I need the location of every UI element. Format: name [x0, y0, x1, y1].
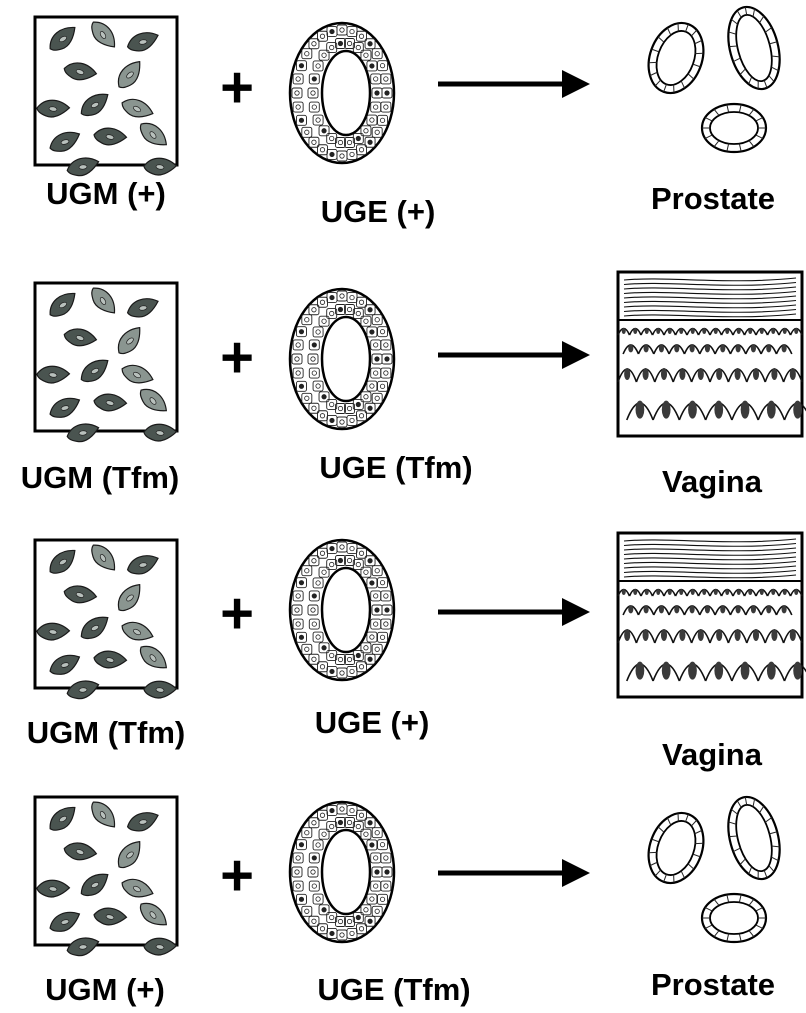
- epithelium-ring-row-4: [290, 802, 394, 942]
- mesenchyme-label-row-1: UGM (+): [46, 178, 166, 209]
- plus-sign-row-1: +: [220, 59, 254, 117]
- prostate-ducts-row-4: [639, 791, 788, 942]
- prostatic-duct: [720, 1, 788, 95]
- arrow-row-1: [438, 70, 590, 98]
- epithelium-label-row-3: UGE (+): [315, 707, 430, 738]
- result-label-row-1: Prostate: [651, 183, 775, 214]
- plus-sign-row-3: +: [220, 585, 254, 643]
- epithelium-ring-row-2: [290, 289, 394, 429]
- prostatic-duct: [702, 104, 766, 152]
- arrow-row-3: [438, 598, 590, 626]
- mesenchyme-box-row-1: [35, 17, 177, 178]
- mesenchyme-box-row-4: [35, 797, 177, 958]
- mesenchyme-box-row-2: [35, 283, 177, 444]
- prostatic-duct: [702, 894, 766, 942]
- vaginal-epithelium-row-2: [618, 272, 806, 436]
- arrow-row-2: [438, 341, 590, 369]
- plus-sign-row-2: +: [220, 329, 254, 387]
- result-label-row-3: Vagina: [662, 739, 762, 770]
- prostatic-duct: [639, 805, 712, 890]
- mesenchyme-box-row-3: [35, 540, 177, 701]
- prostatic-duct: [639, 15, 712, 100]
- prostate-ducts-row-1: [639, 1, 788, 152]
- epithelium-label-row-1: UGE (+): [321, 196, 436, 227]
- epithelium-ring-row-3: [290, 540, 394, 680]
- result-label-row-2: Vagina: [662, 466, 762, 497]
- epithelium-label-row-2: UGE (Tfm): [319, 452, 472, 483]
- plus-sign-row-4: +: [220, 847, 254, 905]
- mesenchyme-label-row-3: UGM (Tfm): [27, 717, 185, 748]
- mesenchyme-label-row-4: UGM (+): [45, 974, 165, 1005]
- prostatic-duct: [720, 791, 788, 885]
- vaginal-epithelium-row-3: [618, 533, 806, 697]
- epithelium-label-row-4: UGE (Tfm): [317, 974, 470, 1005]
- epithelium-ring-row-1: [290, 23, 394, 163]
- mesenchyme-label-row-2: UGM (Tfm): [21, 462, 179, 493]
- arrow-row-4: [438, 859, 590, 887]
- result-label-row-4: Prostate: [651, 969, 775, 1000]
